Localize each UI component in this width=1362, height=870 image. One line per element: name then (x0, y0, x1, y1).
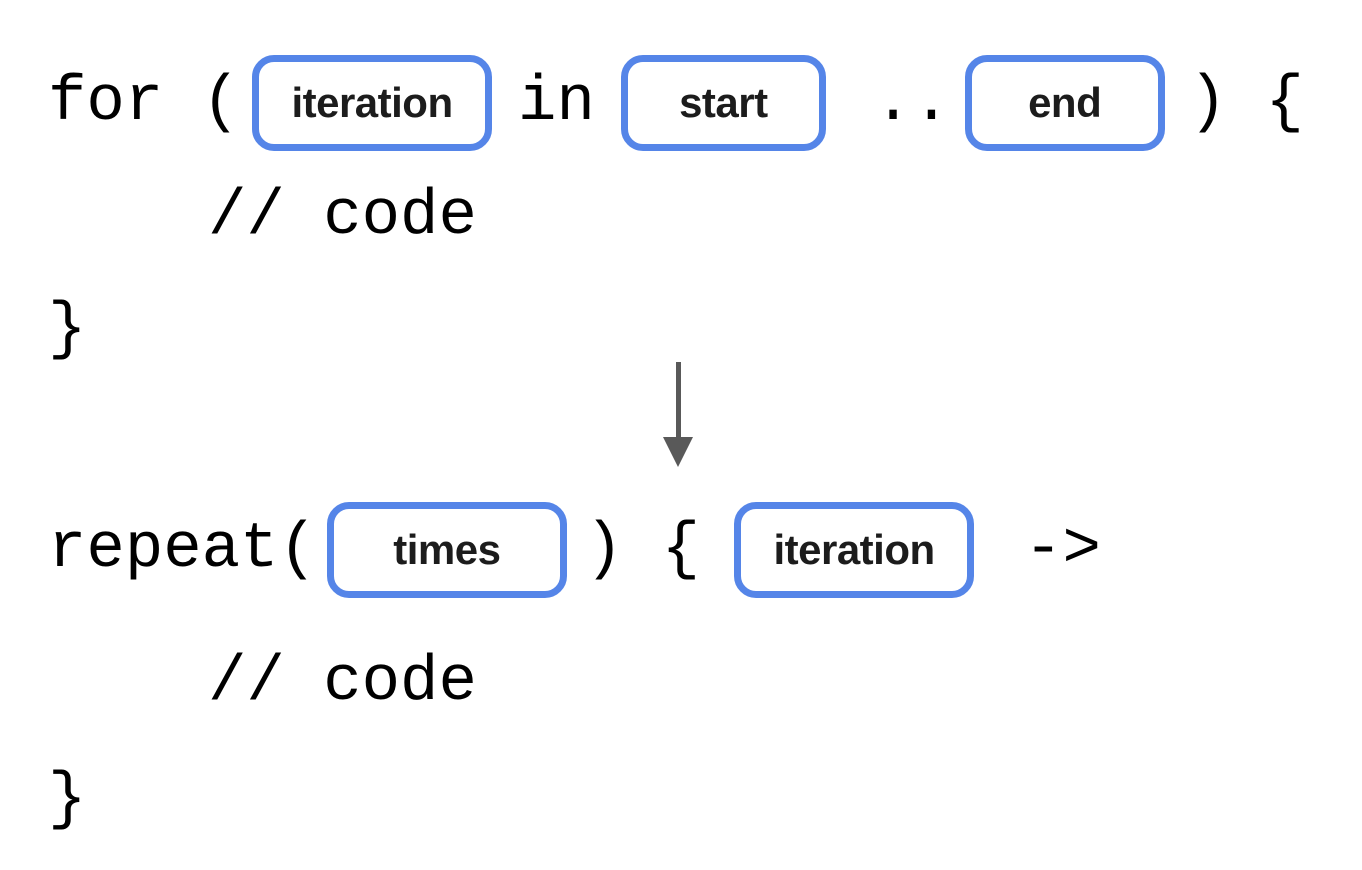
for-body-comment-line: // code (208, 185, 477, 249)
for-syntax-line: for ( iteration in start .. end ) { (48, 55, 1304, 151)
placeholder-label-start: start (679, 79, 768, 126)
repeat-closing-brace: } (48, 764, 87, 836)
repeat-body-comment-line: // code (208, 651, 477, 715)
arrow-head (663, 437, 693, 467)
placeholder-box-start: start (620, 55, 826, 151)
repeat-syntax-line: repeat( times ) { iteration -> (48, 502, 1101, 598)
repeat-body-comment: // code (208, 647, 477, 719)
for-closing-brace-line: } (48, 298, 86, 362)
arrow-stem (675, 362, 681, 437)
repeat-keyword-open-paren: repeat( (48, 514, 317, 586)
repeat-close-paren-open-brace: ) { (584, 514, 701, 586)
repeat-closing-brace-line: } (48, 768, 86, 832)
range-operator: .. (873, 67, 951, 139)
transform-down-arrow-icon (663, 362, 693, 467)
for-body-comment: // code (208, 181, 477, 253)
placeholder-label-times: times (393, 526, 501, 573)
placeholder-box-iteration: iteration (252, 55, 493, 151)
for-closing-brace: } (48, 294, 87, 366)
for-keyword-open-paren: for ( (48, 67, 241, 139)
placeholder-box-end: end (964, 55, 1165, 151)
lambda-arrow-operator: -> (1024, 514, 1101, 586)
placeholder-label-iteration: iteration (291, 79, 453, 126)
placeholder-box-times: times (326, 502, 567, 598)
placeholder-label-end: end (1028, 79, 1102, 126)
placeholder-label-iteration-lambda: iteration (773, 526, 935, 573)
placeholder-box-iteration-lambda: iteration (734, 502, 975, 598)
in-keyword: in (518, 67, 595, 139)
for-close-paren-open-brace: ) { (1188, 67, 1304, 139)
